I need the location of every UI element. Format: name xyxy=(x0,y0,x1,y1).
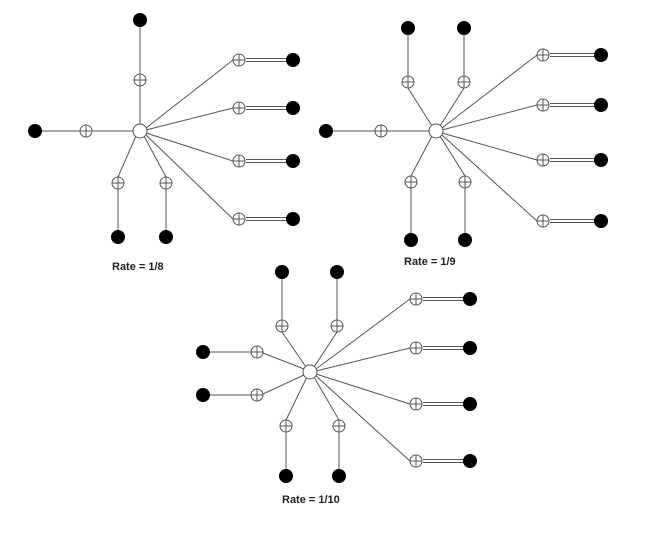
check-node xyxy=(232,212,246,226)
caption-rate-1-8: Rate = 1/8 xyxy=(112,261,164,273)
protograph-rate-1-8: Rate = 1/8 xyxy=(28,13,300,273)
variable-node xyxy=(319,124,333,138)
check-node xyxy=(409,454,423,468)
check-node xyxy=(536,48,550,62)
check-node xyxy=(79,124,93,138)
variable-node xyxy=(332,469,346,483)
caption-rate-1-9: Rate = 1/9 xyxy=(404,256,456,268)
check-node xyxy=(536,98,550,112)
variable-node xyxy=(196,345,210,359)
variable-node xyxy=(286,154,300,168)
variable-node xyxy=(286,53,300,67)
variable-node xyxy=(133,13,147,27)
check-node xyxy=(374,124,388,138)
check-node xyxy=(457,75,471,89)
check-node xyxy=(159,176,173,190)
double-edges-rate-1-8 xyxy=(246,58,293,221)
check-node xyxy=(536,214,550,228)
central-node xyxy=(428,123,444,139)
variable-node xyxy=(401,21,415,35)
variable-node xyxy=(196,388,210,402)
protograph-rate-1-9: Rate = 1/9 xyxy=(319,21,608,268)
check-node xyxy=(279,419,293,433)
check-node xyxy=(536,153,550,167)
check-node xyxy=(250,345,264,359)
variable-node xyxy=(279,469,293,483)
check-node xyxy=(232,154,246,168)
check-node xyxy=(409,292,423,306)
variable-node xyxy=(404,233,418,247)
variable-node xyxy=(28,124,42,138)
double-edges-rate-1-9 xyxy=(550,53,601,223)
edges-rate-1-8 xyxy=(35,20,234,237)
variable-node xyxy=(159,230,173,244)
variable-node xyxy=(286,212,300,226)
variable-node xyxy=(463,397,477,411)
variable-node xyxy=(458,233,472,247)
variable-node xyxy=(594,48,608,62)
check-node xyxy=(232,101,246,115)
variable-node xyxy=(457,21,471,35)
edges-rate-1-9 xyxy=(326,28,538,240)
variable-node xyxy=(330,265,344,279)
central-node xyxy=(132,123,148,139)
edges-rate-1-10 xyxy=(203,272,411,476)
check-node xyxy=(275,319,289,333)
variable-node xyxy=(594,214,608,228)
check-node xyxy=(133,73,147,87)
variable-node xyxy=(463,454,477,468)
caption-rate-1-10: Rate = 1/10 xyxy=(282,494,340,506)
check-node xyxy=(401,75,415,89)
check-node xyxy=(330,319,344,333)
check-node xyxy=(458,175,472,189)
check-node xyxy=(250,388,264,402)
variable-node xyxy=(463,341,477,355)
variable-node xyxy=(275,265,289,279)
variable-node xyxy=(286,101,300,115)
check-node xyxy=(409,397,423,411)
protograph-rate-1-10: Rate = 1/10 xyxy=(196,265,477,506)
check-node xyxy=(404,175,418,189)
variable-node xyxy=(463,292,477,306)
variable-node xyxy=(594,153,608,167)
check-node xyxy=(409,341,423,355)
variable-node xyxy=(594,98,608,112)
double-edges-rate-1-10 xyxy=(423,297,470,463)
central-node xyxy=(302,364,318,380)
check-node xyxy=(332,419,346,433)
check-node xyxy=(111,176,125,190)
variable-node xyxy=(111,230,125,244)
check-node xyxy=(232,53,246,67)
